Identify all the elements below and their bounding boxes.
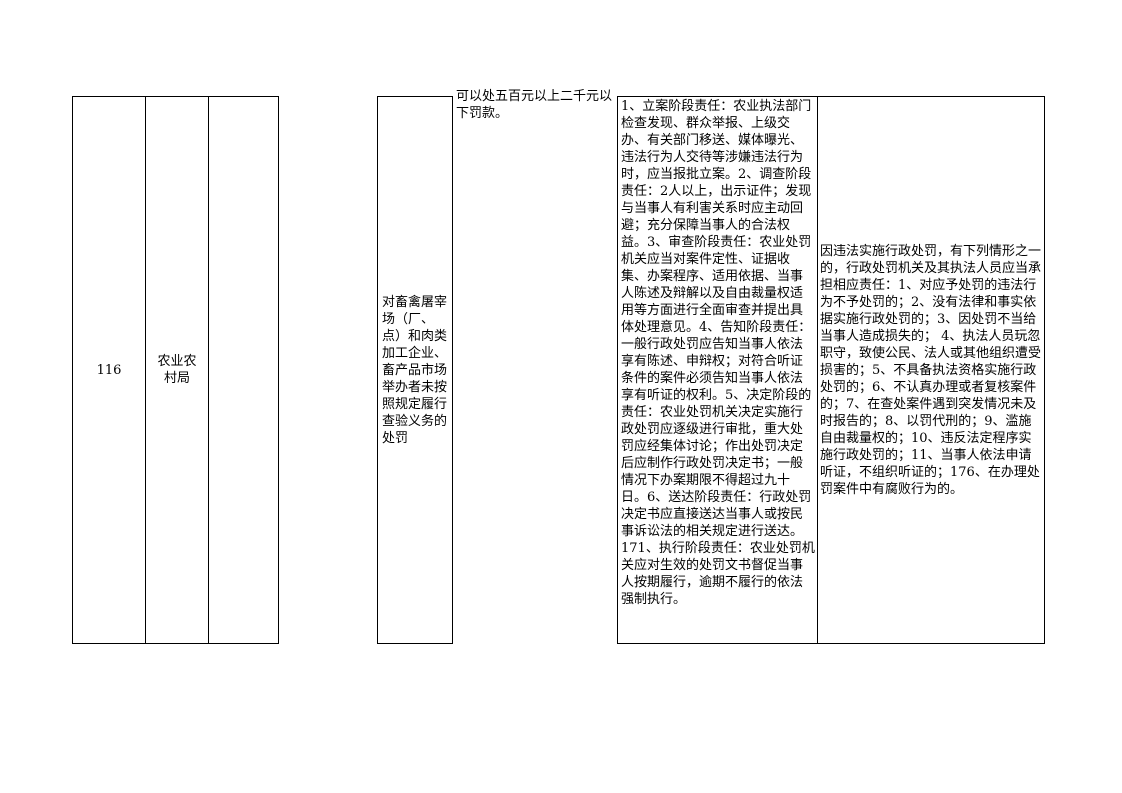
responsibility-cell: 1、立案阶段责任：农业执法部门检查发现、群众举报、上级交办、有关部门移送、媒体曝… [619,96,816,644]
column-divider [377,96,378,644]
table-bottom-border [72,643,278,644]
department-cell: 农业农村局 [146,96,208,644]
column-divider [1044,96,1045,644]
responsibility-text: 1、立案阶段责任：农业执法部门检查发现、群众举报、上级交办、有关部门移送、媒体曝… [621,99,815,607]
liability-cell: 因违法实施行政处罚，有下列情形之一的，行政处罚机关及其执法人员应当承担相应责任：… [818,96,1043,644]
column-divider [278,96,279,644]
column-divider [145,96,146,644]
column-divider [72,96,73,644]
column-divider [617,96,618,644]
liability-text: 因违法实施行政处罚，有下列情形之一的，行政处罚机关及其执法人员应当承担相应责任：… [820,243,1042,497]
table-bottom-border-far-right [617,643,1045,644]
row-number: 116 [96,362,122,378]
table-top-border-far-right [617,96,1045,97]
item-name-cell: 对畜禽屠宰场（厂、点）和肉类加工企业、畜产品市场举办者未按照规定履行查验义务的处… [377,96,451,644]
table-top-border-right [377,96,452,97]
column-divider [817,96,818,644]
table-top-border [72,96,278,97]
item-name: 对畜禽屠宰场（厂、点）和肉类加工企业、畜产品市场举办者未按照规定履行查验义务的处… [382,294,448,446]
department-name: 农业农村局 [157,354,197,386]
table-bottom-border-right [377,643,452,644]
column-divider [208,96,209,644]
legal-basis-text: 可以处五百元以上二千元以下罚款。 [456,89,613,121]
row-number-cell: 116 [73,96,145,644]
column-divider [452,96,453,644]
legal-basis-cell: 可以处五百元以上二千元以下罚款。 [454,80,614,644]
